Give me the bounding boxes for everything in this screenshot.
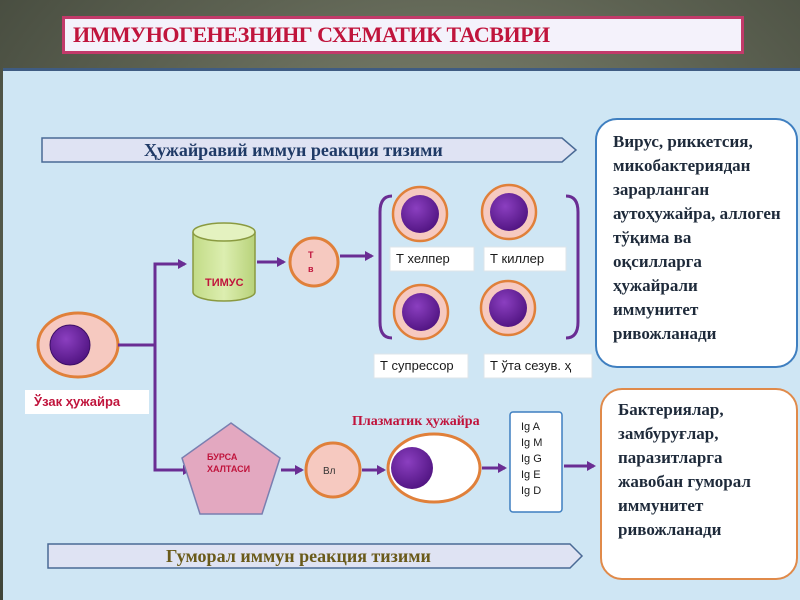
plasma-cell-nucleus (391, 447, 433, 489)
t-helper-label-box (389, 246, 475, 272)
bursa-label-line2: ХАЛТАСИ (207, 464, 250, 474)
t-memory-label-box (483, 353, 593, 379)
b-cell-label: Вл (323, 466, 336, 477)
ig-box (509, 411, 563, 513)
t-helper-nucleus (401, 195, 439, 233)
humoral-immunity-text: Бактериялар, замбуруғлар, паразитларга ж… (618, 400, 751, 539)
t-cell-label-line2: в (308, 264, 314, 274)
t-killer-label-box (483, 246, 567, 272)
stem-cell-label: Ўзак ҳужайра (34, 394, 121, 409)
t-killer-label: Т киллер (490, 251, 545, 266)
humoral-immunity-note: Бактериялар, замбуруғлар, паразитларга ж… (600, 388, 798, 580)
t-cell (288, 236, 340, 288)
t-memory-nucleus (489, 289, 527, 327)
stem-cell-label-box (25, 390, 149, 414)
title-box: ИММУНОГЕНЕЗНИНГ СХЕМАТИК ТАСВИРИ (62, 16, 744, 54)
cellular-banner (41, 137, 578, 163)
b-cell (304, 441, 362, 499)
page-title: ИММУНОГЕНЕЗНИНГ СХЕМАТИК ТАСВИРИ (73, 22, 550, 47)
ig-item: Ig M (521, 437, 542, 449)
cellular-banner-label: Ҳужайравий иммун реакция тизими (144, 140, 443, 160)
t-killer-nucleus (490, 193, 528, 231)
thymus-top (192, 222, 256, 242)
ig-list: Ig A Ig M Ig G Ig E Ig D (521, 421, 542, 497)
humoral-banner (47, 543, 584, 569)
bracket-right (565, 194, 580, 340)
ig-item: Ig D (521, 485, 541, 497)
t-suppressor-label: Т супрессор (380, 358, 454, 373)
bursa-pentagon (181, 422, 281, 515)
cellular-immunity-text: Вирус, риккетсия, микобактериядан зарарл… (613, 132, 781, 343)
t-suppressor-label-box (373, 353, 469, 379)
t-cell-label-line1: Т (308, 250, 314, 260)
cellular-immunity-note: Вирус, риккетсия, микобактериядан зарарл… (595, 118, 798, 368)
t-memory-label: Т ўта сезув. ҳ (490, 358, 572, 373)
stem-cell-nucleus (49, 324, 91, 366)
bursa-label-line1: БУРСА (207, 452, 238, 462)
t-suppressor-nucleus (402, 293, 440, 331)
thymus-label: ТИМУС (205, 277, 244, 289)
humoral-banner-label: Гуморал иммун реакция тизими (166, 546, 431, 566)
t-helper-label: Т хелпер (396, 251, 450, 266)
arrow-stem-split (118, 259, 187, 347)
bracket-left (378, 194, 393, 340)
arrow-stem-to-bursa (153, 345, 192, 475)
plasma-cell-label: Плазматик ҳужайра (352, 414, 480, 429)
ig-item: Ig E (521, 469, 541, 481)
ig-item: Ig G (521, 453, 542, 465)
ig-item: Ig A (521, 421, 541, 433)
thymus-cylinder (192, 232, 256, 302)
